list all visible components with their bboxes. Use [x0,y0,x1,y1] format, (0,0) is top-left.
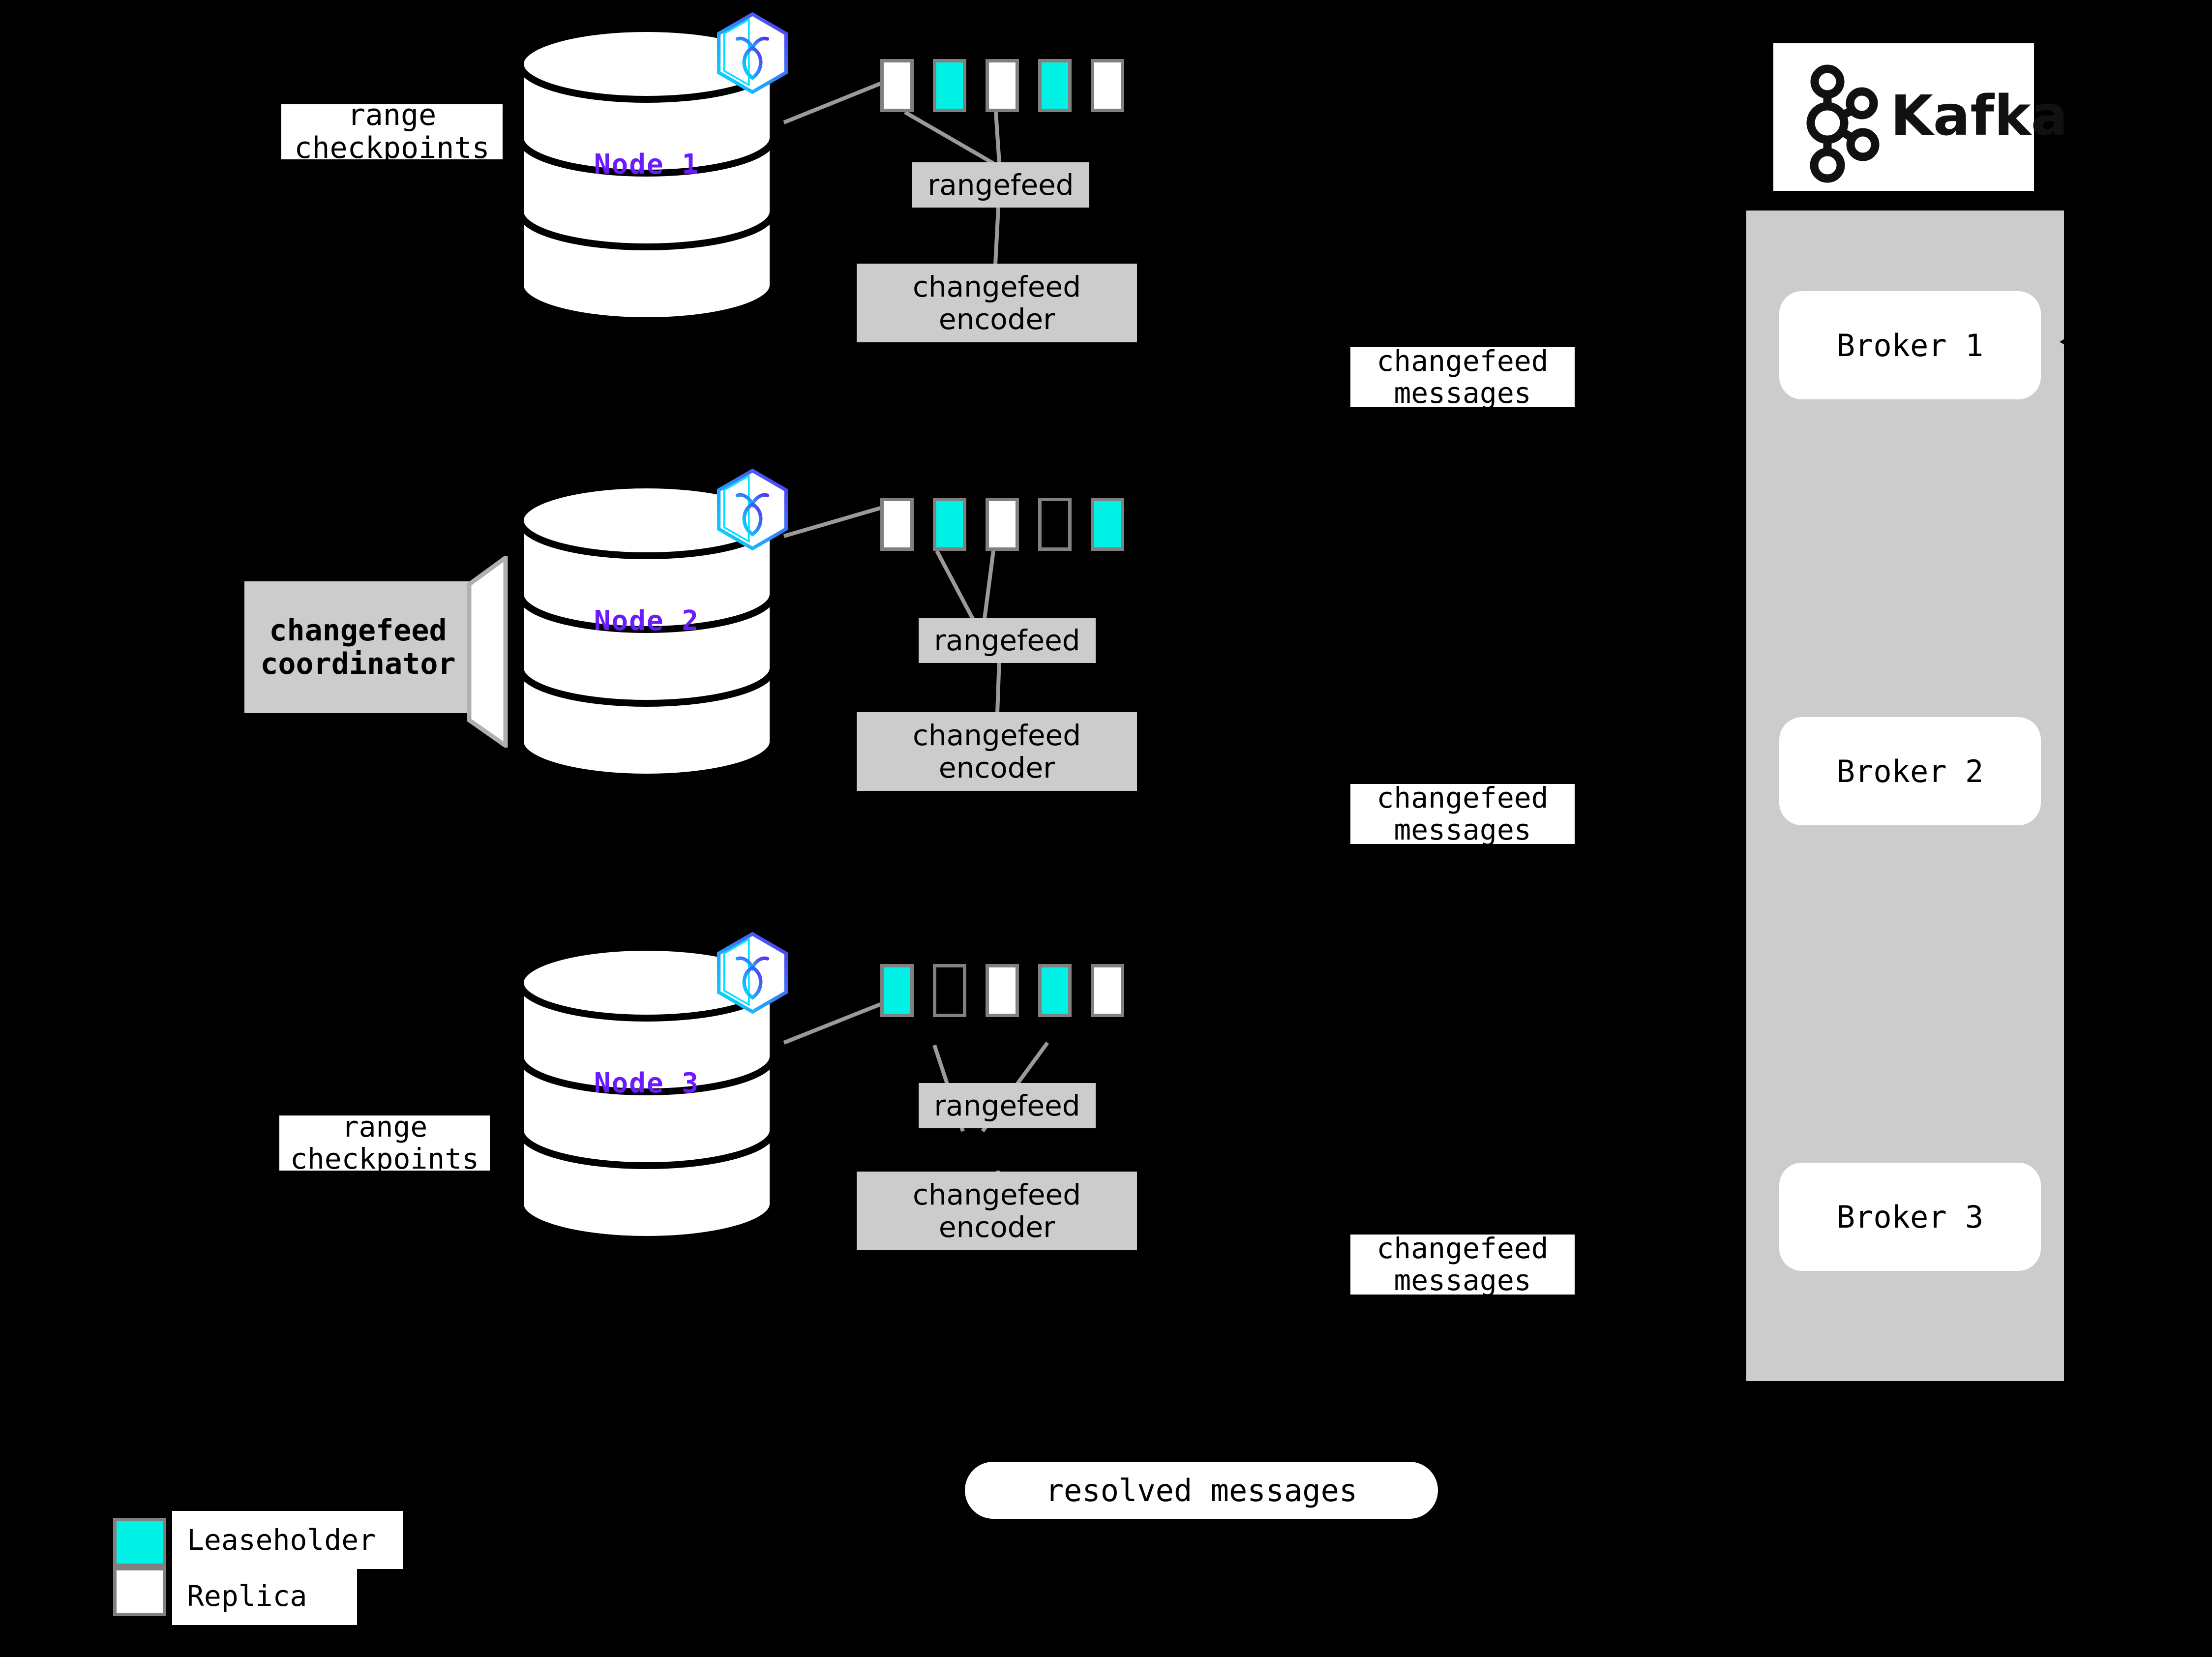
node-1-cylinder: Node 1 [516,25,777,325]
node-3-cockroachdb-icon [708,929,797,1017]
node-1-range-checkpoints-label: range checkpoints [281,104,503,159]
node-2-label: Node 2 [594,605,700,637]
node-3-range-4[interactable] [1038,964,1072,1017]
node-2-changefeed-coordinator-box[interactable]: changefeed coordinator [244,581,472,713]
node-1-changefeed-messages-label: changefeed messages [1350,347,1575,407]
node-1-range-2[interactable] [933,59,966,112]
node-2-range-2[interactable] [933,498,966,551]
node-3-range-1[interactable] [880,964,914,1017]
node-1-cockroachdb-icon [708,9,797,97]
kafka-logo-icon [1806,64,1880,183]
node-2-range-1[interactable] [880,498,914,551]
coordinator-callout-pointer [467,556,508,748]
node-1-rangefeed-box[interactable]: rangefeed [912,162,1089,208]
node-3-range-3[interactable] [986,964,1019,1017]
node-1-range-1[interactable] [880,59,914,112]
kafka-wordmark: Kafka [1890,84,2068,148]
kafka-logo-container: Kafka [1773,43,2068,191]
node-3-rangefeed-box[interactable]: rangefeed [919,1083,1096,1128]
legend-swatch-leaseholder [113,1518,166,1567]
node-2-range-3[interactable] [986,498,1019,551]
kafka-broker-3[interactable]: Broker 3 [1779,1163,2041,1271]
node-1-changefeed-encoder-box[interactable]: changefeed encoder [857,264,1137,342]
legend-label-replica: Replica [172,1567,357,1625]
node-2-changefeed-encoder-box[interactable]: changefeed encoder [857,712,1137,791]
legend-label-leaseholder: Leaseholder [172,1511,403,1569]
node-2-cockroachdb-icon [708,465,797,554]
node-2-rangefeed-box[interactable]: rangefeed [919,618,1096,663]
node-3-label: Node 3 [594,1067,700,1099]
kafka-inbound-arrow-icon [2060,330,2080,354]
node-3-range-checkpoints-label: range checkpoints [279,1115,490,1171]
node-3-changefeed-messages-label: changefeed messages [1350,1235,1575,1295]
legend-swatch-replica [113,1567,166,1616]
node-1-range-3[interactable] [986,59,1019,112]
node-3-range-2[interactable] [933,964,966,1017]
node-1-label: Node 1 [594,149,700,181]
node-3-changefeed-encoder-box[interactable]: changefeed encoder [857,1172,1137,1250]
node-2-cylinder: Node 2 [516,481,777,781]
node-1-range-4[interactable] [1038,59,1072,112]
kafka-broker-2[interactable]: Broker 2 [1779,717,2041,825]
node-3-range-5[interactable] [1091,964,1124,1017]
resolved-messages-pill: resolved messages [965,1462,1438,1519]
node-2-range-4[interactable] [1038,498,1072,551]
node-2-changefeed-messages-label: changefeed messages [1350,784,1575,844]
node-2-range-5[interactable] [1091,498,1124,551]
kafka-broker-1[interactable]: Broker 1 [1779,291,2041,399]
node-1-range-5[interactable] [1091,59,1124,112]
